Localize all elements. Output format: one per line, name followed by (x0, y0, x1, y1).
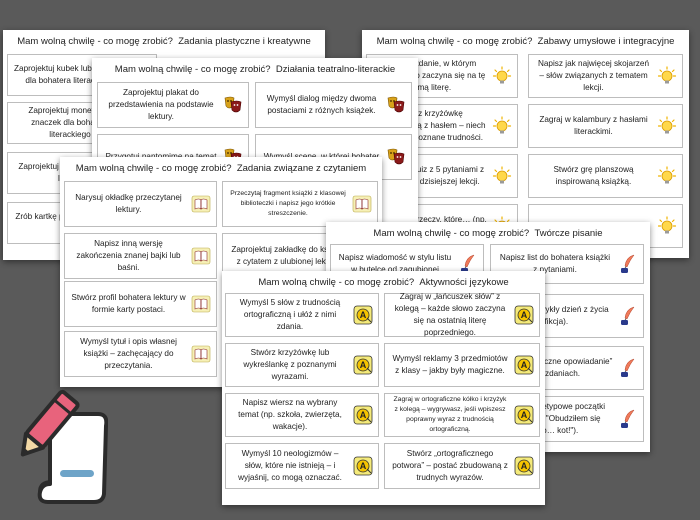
letter-a-stamp-icon (514, 355, 534, 375)
sheet-title: Mam wolną chwilę - co mogę zrobić? Twórc… (373, 228, 603, 239)
letter-a-stamp-icon (353, 456, 373, 476)
lightbulb-icon (657, 216, 677, 236)
letter-a-stamp-icon (514, 405, 534, 425)
task-card[interactable]: Napisz wiersz na wybrany temat (np. szko… (225, 393, 379, 437)
pencil-scroll-icon (20, 389, 108, 504)
quill-pen-icon (618, 358, 638, 378)
task-card[interactable]: Wymyśl 5 słów z trudnością ortograficzną… (225, 293, 379, 337)
theatre-masks-icon (386, 95, 406, 115)
task-card[interactable]: Narysuj okładkę przeczytanej lektury. (64, 181, 217, 227)
task-card[interactable]: Napisz inną wersję zakończenia znanej ba… (64, 233, 217, 279)
task-card[interactable]: Wymyśl reklamy 3 przedmiotów z klasy – j… (384, 343, 540, 387)
task-card[interactable]: Stwórz grę planszową inspirowaną książką… (528, 154, 683, 198)
task-card[interactable]: Stwórz „ortograficznego potwora” – posta… (384, 443, 540, 489)
open-book-icon (191, 294, 211, 314)
task-card[interactable]: Zagraj w ortograficzne kółko i krzyżyk z… (384, 393, 540, 437)
letter-a-stamp-icon (514, 305, 534, 325)
task-card[interactable]: Stwórz krzyżówkę lub wykreślankę z pozna… (225, 343, 379, 387)
task-card[interactable]: Wymyśl dialog między dwoma postaciami z … (255, 82, 412, 128)
letter-a-stamp-icon (353, 305, 373, 325)
lightbulb-icon (492, 166, 512, 186)
open-book-icon (191, 194, 211, 214)
open-book-icon (191, 246, 211, 266)
task-card[interactable]: Wymyśl 10 neologizmów – słów, które nie … (225, 443, 379, 489)
sheet-title: Mam wolną chwilę - co mogę zrobić? Zadan… (75, 163, 367, 174)
task-card[interactable]: Stwórz profil bohatera lektury w formie … (64, 281, 217, 327)
task-card[interactable]: Wymyśl tytuł i opis własnej książki – za… (64, 331, 217, 377)
task-card[interactable]: Przeczytaj fragment książki z klasowej b… (222, 181, 378, 227)
quill-pen-icon (618, 254, 638, 274)
letter-a-stamp-icon (353, 355, 373, 375)
task-card[interactable]: Zagraj w kalambury z hasłami literackimi… (528, 104, 683, 148)
task-card[interactable]: Zaprojektuj plakat do przedstawienia na … (97, 82, 249, 128)
lightbulb-icon (492, 66, 512, 86)
sheet-title: Mam wolną chwilę - co mogę zrobić? Dział… (114, 64, 396, 75)
lightbulb-icon (657, 166, 677, 186)
task-card[interactable]: Napisz list do bohatera książki z pytani… (490, 244, 644, 284)
theatre-masks-icon (386, 147, 406, 167)
sheet-title: Mam wolną chwilę - co mogę zrobić? Zabaw… (376, 36, 675, 47)
quill-pen-icon (618, 306, 638, 326)
open-book-icon (352, 194, 372, 214)
lightbulb-icon (492, 116, 512, 136)
task-card[interactable]: Napisz jak najwięcej skojarzeń – słów zw… (528, 54, 683, 98)
open-book-icon (191, 344, 211, 364)
sheet-language: Mam wolną chwilę - co mogę zrobić? Aktyw… (222, 271, 545, 505)
sheet-title: Mam wolną chwilę - co mogę zrobić? Aktyw… (258, 277, 509, 288)
lightbulb-icon (657, 116, 677, 136)
theatre-masks-icon (223, 95, 243, 115)
sheet-title: Mam wolną chwilę - co mogę zrobić? Zadan… (17, 36, 311, 47)
letter-a-stamp-icon (514, 456, 534, 476)
lightbulb-icon (657, 66, 677, 86)
task-card[interactable]: Zagraj w „łańcuszek słów” z kolegą – każ… (384, 292, 540, 337)
letter-a-stamp-icon (353, 405, 373, 425)
quill-pen-icon (618, 409, 638, 429)
